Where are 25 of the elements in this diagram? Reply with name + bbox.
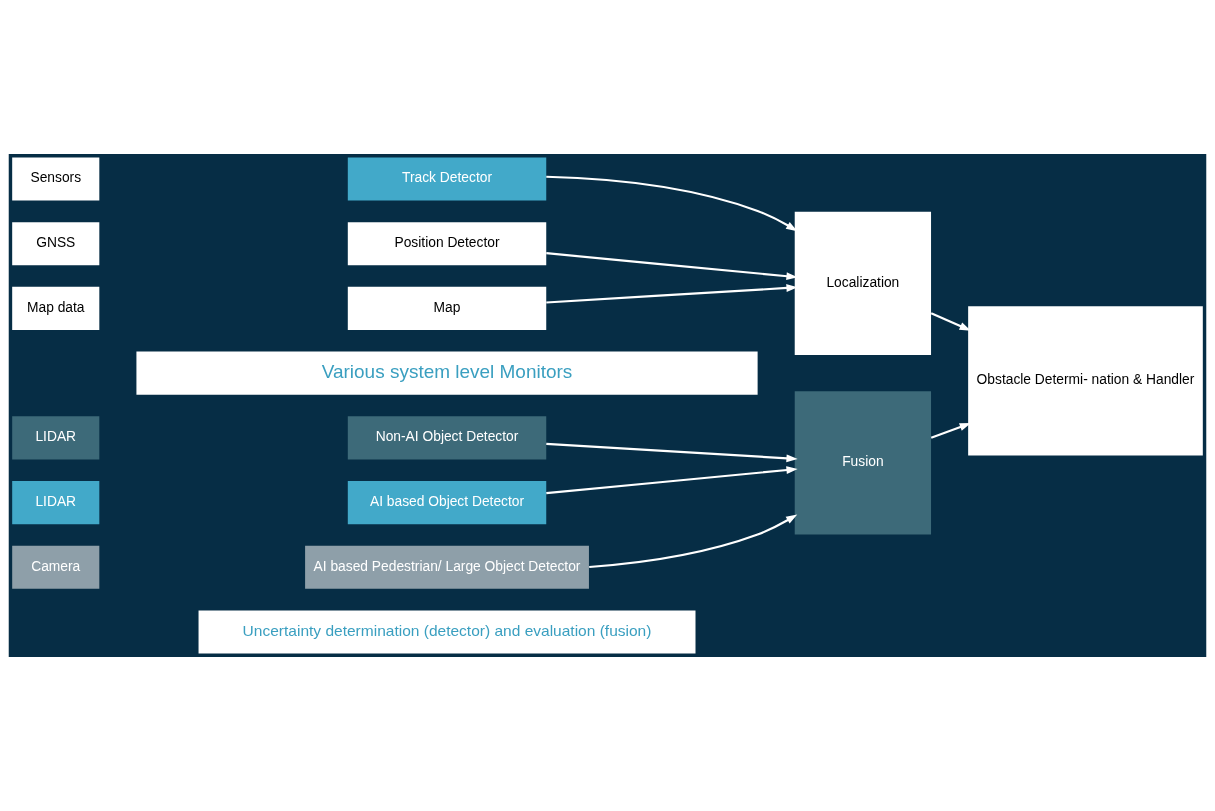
arrow [546,175,798,232]
arrow [546,252,798,281]
arrow [546,466,798,495]
node-box: Localization [794,211,932,356]
node-box: AI based Object Detector [347,481,547,525]
node-box: Camera [12,545,100,589]
arrow [930,312,971,331]
node-box: AI based Pedestrian/ Large Object Detector [305,545,589,589]
node-box: GNSS [12,222,100,266]
node-box: Uncertainty determination (detector) and evaluation (fusion) [198,610,696,654]
arrow [546,284,798,304]
node-box: Non-AI Object Detector [347,416,547,460]
node-box: LIDAR [12,481,100,525]
node-box: Track Detector [347,157,547,201]
node-box: LIDAR [12,416,100,460]
node-box: Map [347,286,547,330]
node-box: Obstacle Determi- nation & Handler [968,306,1203,456]
node-box: Sensors [12,157,100,201]
arrow [930,423,971,439]
node-box: Map data [12,286,100,330]
arrow [589,514,798,569]
node-box: Position Detector [347,222,547,266]
node-box: Fusion [794,391,932,535]
arrow [546,442,798,463]
node-box: Various system level Monitors [136,351,758,395]
